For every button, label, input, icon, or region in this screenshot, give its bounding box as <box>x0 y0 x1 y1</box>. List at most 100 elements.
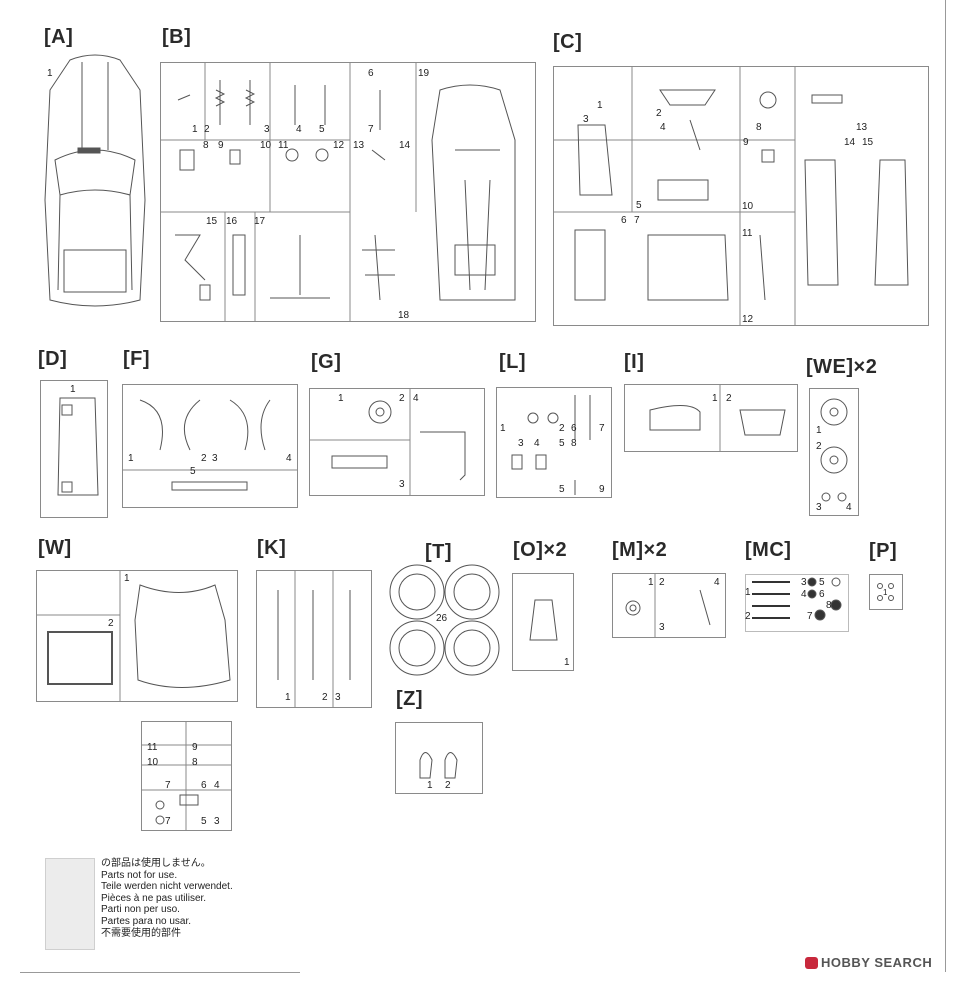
num-t-26: 26 <box>436 613 448 624</box>
num-mc-1: 1 <box>745 587 751 598</box>
legend-ja: の部品は使用しません。 <box>101 858 211 869</box>
label-k: [K] <box>257 537 287 559</box>
num-mc-5: 5 <box>819 577 825 588</box>
num-mc-2: 2 <box>745 611 751 622</box>
legend-de: Teile werden nicht verwendet. <box>101 881 233 893</box>
num-w-5: 5 <box>201 816 207 827</box>
num-b-6: 6 <box>368 68 374 79</box>
frame-line-right <box>945 0 946 972</box>
num-l-5a: 5 <box>559 438 565 449</box>
num-b-1: 1 <box>192 124 198 135</box>
num-mc-6: 6 <box>819 589 825 600</box>
num-mc-8: 8 <box>826 600 832 611</box>
num-b-12: 12 <box>333 140 345 151</box>
num-w-3: 3 <box>214 816 220 827</box>
num-we-1: 1 <box>816 425 822 436</box>
label-z: [Z] <box>396 688 424 710</box>
legend-en: Parts not for use. <box>101 869 178 881</box>
num-g-1: 1 <box>338 393 344 404</box>
num-l-2: 2 <box>559 423 565 434</box>
sprue-w-lower <box>141 721 232 831</box>
num-b-11: 11 <box>278 140 289 151</box>
num-l-7: 7 <box>599 423 605 434</box>
num-b-13: 13 <box>353 140 365 151</box>
num-b-17: 17 <box>254 216 266 227</box>
label-we: [WE]×2 <box>806 356 878 378</box>
label-i: [I] <box>624 351 645 373</box>
num-m-2: 2 <box>659 577 665 588</box>
num-b-4: 4 <box>296 124 302 135</box>
num-a-1: 1 <box>47 68 53 79</box>
sprue-k <box>256 570 372 708</box>
label-mc: [MC] <box>745 539 792 561</box>
label-t: [T] <box>425 541 453 563</box>
num-m-3: 3 <box>659 622 665 633</box>
num-f-4: 4 <box>286 453 292 464</box>
num-b-15: 15 <box>206 216 218 227</box>
num-w-8: 8 <box>192 757 198 768</box>
num-w-1: 1 <box>124 573 130 584</box>
num-c-14: 14 <box>844 137 856 148</box>
sprue-g <box>309 388 485 496</box>
num-l-3: 3 <box>518 438 524 449</box>
label-m: [M]×2 <box>612 539 668 561</box>
num-k-1: 1 <box>285 692 291 703</box>
num-g-2: 2 <box>399 393 405 404</box>
num-we-4: 4 <box>846 502 852 513</box>
num-l-8: 8 <box>571 438 577 449</box>
sprue-w <box>36 570 238 702</box>
num-b-2: 2 <box>204 124 210 135</box>
legend-it: Parti non per uso. <box>101 904 180 916</box>
num-c-2: 2 <box>656 108 662 119</box>
label-b: [B] <box>162 26 192 48</box>
num-l-1: 1 <box>500 423 506 434</box>
num-f-2: 2 <box>201 453 207 464</box>
num-k-3: 3 <box>335 692 341 703</box>
num-m-4: 4 <box>714 577 720 588</box>
sprue-c <box>553 66 929 326</box>
num-b-16: 16 <box>226 216 238 227</box>
num-c-15: 15 <box>862 137 874 148</box>
num-b-8: 8 <box>203 140 209 151</box>
num-o-1: 1 <box>564 657 570 668</box>
num-c-6: 6 <box>621 215 627 226</box>
label-f: [F] <box>123 348 151 370</box>
sprue-p <box>869 574 903 610</box>
num-c-5: 5 <box>636 200 642 211</box>
num-k-2: 2 <box>322 692 328 703</box>
num-d-1: 1 <box>70 384 76 395</box>
decal-sheet-mc <box>745 574 849 632</box>
num-c-1: 1 <box>597 100 603 111</box>
legend-es: Partes para no usar. <box>101 915 192 927</box>
label-a: [A] <box>44 26 74 48</box>
legend-fr: Pièces à ne pas utiliser. <box>101 892 207 904</box>
sprue-d <box>40 380 108 518</box>
num-g-3: 3 <box>399 479 405 490</box>
num-l-4: 4 <box>534 438 540 449</box>
num-c-7: 7 <box>634 215 640 226</box>
num-c-12: 12 <box>742 314 754 325</box>
label-d: [D] <box>38 348 68 370</box>
label-p: [P] <box>869 540 898 562</box>
num-g-4: 4 <box>413 393 419 404</box>
num-w-10: 10 <box>147 757 159 768</box>
legend-swatch <box>45 858 95 950</box>
num-b-14: 14 <box>399 140 411 151</box>
label-o: [O]×2 <box>513 539 568 561</box>
sprue-we <box>809 388 859 516</box>
num-f-5: 5 <box>190 466 196 477</box>
num-i-2: 2 <box>726 393 732 404</box>
num-w-9: 9 <box>192 742 198 753</box>
sprue-i <box>624 384 798 452</box>
num-w-7b: 7 <box>165 816 171 827</box>
num-we-2: 2 <box>816 441 822 452</box>
num-we-3: 3 <box>816 502 822 513</box>
sprue-z <box>395 722 483 794</box>
num-w-2: 2 <box>108 618 114 629</box>
hobby-search-logo-icon <box>805 957 818 969</box>
num-p-1: 1 <box>883 588 888 597</box>
sprue-l <box>496 387 612 498</box>
num-f-1: 1 <box>128 453 134 464</box>
num-c-3: 3 <box>583 114 589 125</box>
